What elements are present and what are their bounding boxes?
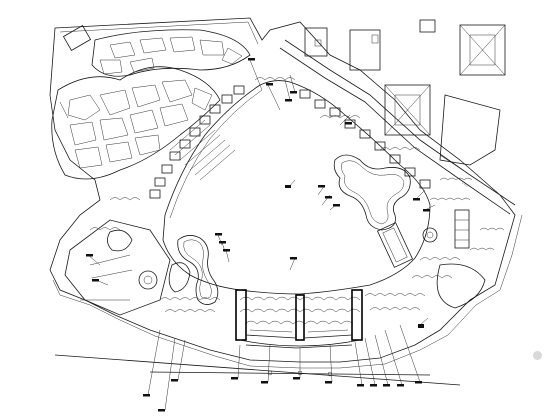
diagonal-steps — [169, 119, 236, 181]
stepping-stones — [149, 85, 431, 199]
watermark — [530, 334, 542, 374]
right-plaza-features — [376, 209, 486, 309]
serpentine-pond-left — [177, 235, 219, 305]
planting-clumps — [89, 77, 461, 325]
building-footprints — [304, 19, 506, 166]
street-label: .... — [461, 180, 470, 189]
site-boundary — [49, 17, 523, 369]
upper-flagstone-band — [62, 25, 251, 77]
watermark-dot-icon — [533, 351, 542, 360]
right-shrub-belt — [429, 177, 505, 251]
entrance-structure — [235, 289, 363, 349]
serpentine-pond-right — [333, 154, 411, 231]
street-edge: .... — [279, 39, 516, 215]
bottom-road — [54, 354, 461, 386]
left-pavilion-area — [64, 219, 191, 316]
annotation-leaders — [86, 58, 436, 412]
